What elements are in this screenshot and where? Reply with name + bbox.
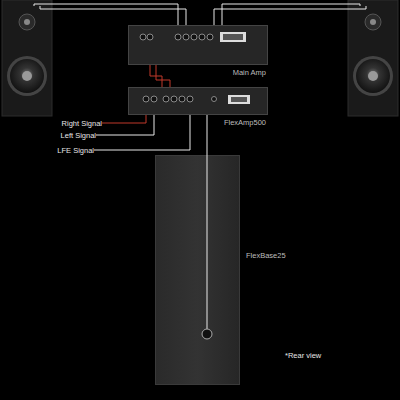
subwoofer-box: FlexBase25 bbox=[155, 155, 240, 385]
panel-detail bbox=[128, 25, 268, 65]
speaker-left bbox=[2, 0, 52, 116]
note: *Rear view bbox=[285, 351, 321, 360]
amplifier-box: Main Amp bbox=[128, 25, 268, 65]
signal-name: LFE Signal bbox=[57, 146, 94, 155]
panel-detail bbox=[128, 87, 268, 115]
speaker-right bbox=[348, 0, 398, 116]
signal-cable bbox=[156, 65, 170, 87]
signal-name: Left Signal bbox=[61, 131, 96, 140]
signal-cable bbox=[207, 115, 208, 155]
device-name: FlexBase25 bbox=[246, 251, 286, 260]
signal-name: Right Signal bbox=[62, 119, 102, 128]
device-name: FlexAmp500 bbox=[224, 118, 266, 127]
device-name: Main Amp bbox=[233, 68, 266, 77]
panel-detail bbox=[155, 155, 240, 385]
amplifier-box: FlexAmp500 bbox=[128, 87, 268, 115]
